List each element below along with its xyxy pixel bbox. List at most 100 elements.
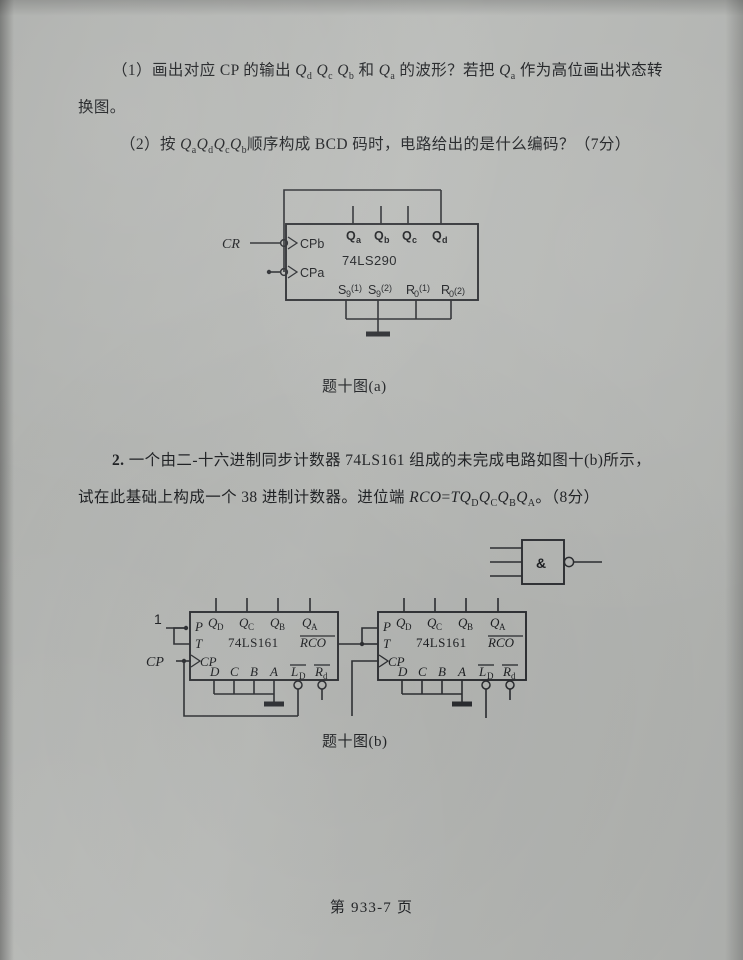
svg-text:Q: Q: [302, 615, 312, 630]
clock-input-label: CP: [146, 655, 164, 670]
chip-name-74ls290: 74LS290: [342, 253, 397, 268]
chip2-pin-c: C: [418, 664, 427, 679]
chip2-pin-p: P: [382, 619, 391, 634]
question-2-line-2: 试在此基础上构成一个 38 进制计数器。进位端 RCO=TQDQCQBQA。（8…: [78, 479, 599, 522]
svg-text:B: B: [279, 622, 285, 632]
chip-1-74ls161: Q D Q C Q B Q A 74LS161 P: [189, 598, 339, 716]
chip-body-74ls290: [285, 223, 479, 301]
chip1-output-label-qa: Q A: [302, 615, 318, 632]
question-1-item-1-line-1: （1）画出对应 CP 的输出 Qd Qc Qb 和 Qa 的波形？若把 Qa 作…: [112, 52, 663, 95]
q1-item1-prefix: （1）画出对应 CP 的输出: [112, 62, 296, 79]
q1-symbol-qa-2: Qa: [499, 62, 516, 83]
svg-text:a: a: [356, 235, 362, 245]
clock-triangle-cpa: [287, 265, 299, 279]
question-2-text-1: 一个由二-十六进制同步计数器 74LS161 组成的未完成电路如图十(b)所示，: [124, 452, 652, 469]
chip1-pin-rd: R d: [314, 664, 330, 681]
chip1-pin-p: P: [194, 619, 203, 634]
chip1-pin-a: A: [269, 664, 278, 679]
chip2-pin-a: A: [457, 664, 466, 679]
chip2-output-label-qa: Q A: [490, 615, 506, 632]
output-label-qa: Q a: [346, 229, 362, 245]
svg-text:Q: Q: [346, 229, 356, 243]
chip2-terminal-ld: [481, 680, 491, 690]
output-label-qd: Q d: [432, 229, 448, 245]
q1-item1-end: 作为高位画出状态转: [515, 62, 663, 79]
pin-label-cpa: CPa: [300, 266, 324, 280]
chip1-pin-cp: CP: [200, 654, 217, 669]
wire-one-to-t1: [173, 627, 190, 645]
chip2-output-label-qb: Q B: [458, 615, 473, 632]
question-1-item-1-line-2: 换图。: [78, 99, 126, 116]
wire-rco1-to-p2: [361, 627, 378, 644]
svg-text:B: B: [467, 622, 473, 632]
bottom-pin-label-s9-2: S 9 (2): [368, 283, 392, 299]
chip2-pin-rco: RCO: [487, 635, 523, 650]
q1-symbol-qc: Qc: [316, 62, 333, 83]
svg-text:RCO: RCO: [487, 635, 515, 650]
svg-text:C: C: [248, 622, 254, 632]
symbol-qc: QC: [478, 489, 498, 510]
symbol-qd: QD: [459, 489, 479, 510]
svg-text:D: D: [487, 671, 494, 681]
svg-text:d: d: [323, 671, 328, 681]
input-label-cr: CR: [222, 237, 240, 252]
svg-text:D: D: [405, 622, 412, 632]
svg-text:L: L: [290, 664, 298, 679]
chip-1-name: 74LS161: [228, 635, 278, 650]
output-label-qb: Q b: [374, 229, 390, 245]
junction-dot-cpa: [266, 269, 272, 275]
svg-text:Q: Q: [402, 229, 412, 243]
clock-triangle-cpb: [287, 236, 299, 250]
chip-1-body: [189, 611, 339, 681]
svg-text:S: S: [368, 283, 376, 297]
q1-item2-qb: Qb: [230, 136, 248, 157]
question-2-text-tail: 。（8分）: [535, 489, 600, 506]
chip1-terminal-ld: [293, 680, 303, 690]
svg-text:9: 9: [376, 289, 381, 299]
svg-text:R: R: [314, 664, 323, 679]
svg-text:A: A: [311, 622, 318, 632]
svg-text:(2): (2): [381, 283, 392, 293]
q1-item2-qc: Qc: [213, 136, 231, 157]
q1-symbol-qb: Qb: [337, 62, 355, 83]
chip2-terminal-rd: [505, 680, 515, 690]
constant-one-label: 1: [154, 611, 162, 627]
feedback-wire-qd-to-cpa: [283, 189, 441, 272]
chip1-output-label-qc: Q C: [239, 615, 254, 632]
svg-text:0: 0: [414, 289, 419, 299]
chip-2-74ls161: Q D Q C Q B Q A 74LS161 P T CP: [377, 598, 527, 718]
chip1-pin-d: D: [209, 664, 220, 679]
svg-text:Q: Q: [270, 615, 280, 630]
q1-item2-qa: Qa: [180, 136, 197, 157]
svg-text:b: b: [384, 235, 390, 245]
page-footer: 第 933-7 页: [329, 900, 414, 916]
chip2-clock-triangle: [378, 654, 390, 668]
chip2-pin-cp: CP: [388, 654, 405, 669]
figure-a-caption: 题十图(a): [322, 379, 387, 395]
svg-text:Q: Q: [396, 615, 406, 630]
pin-label-cpb: CPb: [300, 237, 324, 251]
svg-text:Q: Q: [427, 615, 437, 630]
chip2-pin-d: D: [397, 664, 408, 679]
svg-text:(2): (2): [454, 286, 465, 296]
chip2-output-label-qd: Q D: [396, 615, 412, 632]
chip2-pin-b: B: [438, 664, 446, 679]
svg-text:C: C: [436, 622, 442, 632]
svg-text:9: 9: [346, 289, 351, 299]
question-1-item-2: （2）按 QaQdQcQb顺序构成 BCD 码时，电路给出的是什么编码？（7分）: [120, 126, 631, 169]
bottom-pin-label-s9-1: S 9 (1): [338, 283, 362, 299]
chip1-pin-c: C: [230, 664, 239, 679]
figure-b-caption: 题十图(b): [322, 734, 388, 750]
svg-text:d: d: [442, 235, 448, 245]
symbol-equals: =: [441, 489, 451, 506]
symbol-qa: QA: [516, 489, 536, 510]
svg-text:c: c: [412, 235, 417, 245]
clock-bus-lower: [183, 661, 298, 717]
svg-text:R: R: [441, 283, 450, 297]
chip2-pin-t: T: [383, 636, 391, 651]
svg-text:A: A: [499, 622, 506, 632]
question-2-number: 2.: [112, 452, 125, 469]
svg-text:Q: Q: [239, 615, 249, 630]
q1-item1-tail: 的波形？若把: [395, 62, 500, 79]
